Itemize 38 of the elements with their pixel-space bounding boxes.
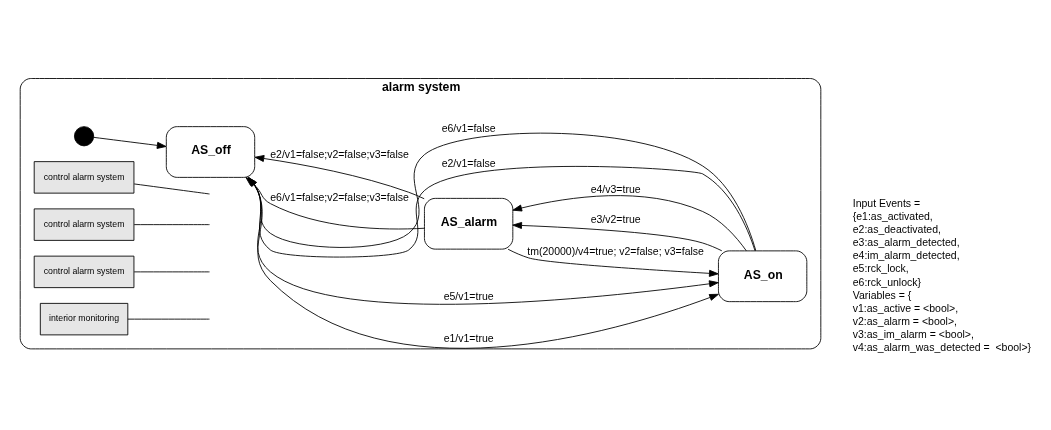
label: e4:im_alarm_detected, <box>852 249 960 262</box>
arrow <box>512 195 747 252</box>
edge-label: tm(20000)/v4=true; v2=false; v3=false <box>527 244 704 257</box>
connector <box>133 183 210 195</box>
label: {e1:as_activated, <box>852 209 933 222</box>
edge-label: e6/v1=false;v2=false;v3=false <box>270 190 409 203</box>
label: v1:as_active = <bool>, <box>852 301 959 314</box>
label: v4:as_alarm_was_detected = <bool>} <box>852 341 1032 354</box>
label: e3:as_alarm_detected, <box>852 236 960 249</box>
edge-label: e2/v1=false <box>441 156 496 169</box>
label: e2:as_deactivated, <box>852 223 941 236</box>
node-circle <box>74 126 95 147</box>
node-box: AS_alarm <box>424 197 514 250</box>
label: Input Events = <box>852 196 921 209</box>
node-box: control alarm system <box>33 208 135 241</box>
label: v2:as_alarm = <bool>, <box>852 314 957 327</box>
connector <box>133 271 210 273</box>
connector <box>133 224 210 226</box>
arrow <box>93 136 167 149</box>
edge-label: e5/v1=true <box>443 290 494 303</box>
label: v3:as_im_alarm = <bool>, <box>852 328 974 341</box>
edge-label: e3/v2=true <box>590 213 641 226</box>
label: e6:rck_unlock} <box>852 275 922 288</box>
edge-label: e6/v1=false <box>441 121 496 134</box>
node-box: control alarm system <box>33 161 135 194</box>
connector <box>127 318 210 320</box>
edge-label: e4/v3=true <box>590 182 641 195</box>
arrow <box>254 155 425 200</box>
node-box: control alarm system <box>33 255 135 289</box>
arrow <box>512 221 723 252</box>
label: Variables = { <box>852 288 912 301</box>
node-box: AS_on <box>718 250 808 303</box>
node-box: interior monitoring <box>39 302 129 336</box>
edge-label: e1/v1=true <box>443 332 494 345</box>
arrow <box>507 248 719 277</box>
edge-label: e2/v1=false;v2=false;v3=false <box>270 147 409 160</box>
label: e5:rck_lock, <box>852 262 909 275</box>
node-box: AS_off <box>165 126 256 178</box>
